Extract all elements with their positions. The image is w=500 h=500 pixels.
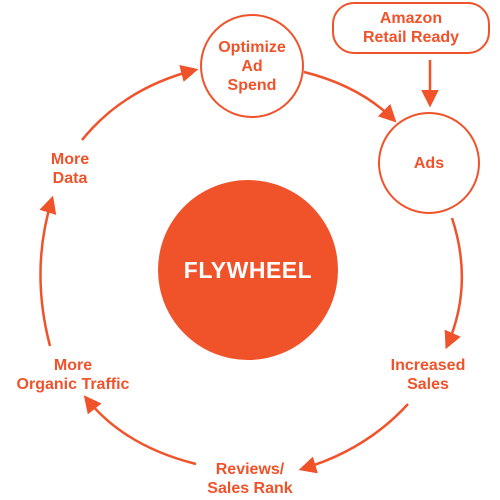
sales-line2: Sales xyxy=(407,376,449,393)
arrow-ads-to-sales xyxy=(444,217,464,350)
optimize-line2: Ad xyxy=(241,57,263,75)
optimize-line1: Optimize xyxy=(218,38,286,56)
node-reviews-sales-rank: Reviews/ Sales Rank xyxy=(186,460,314,498)
arrow-optimize-to-ads xyxy=(303,70,397,123)
amazon-retail-ready-box: Amazon Retail Ready xyxy=(332,2,490,54)
retail-box-line2: Retail Ready xyxy=(362,29,460,46)
node-ads: Ads xyxy=(378,112,480,214)
data-line2: Data xyxy=(52,170,88,187)
arrow-reviews-to-traffic xyxy=(83,395,197,466)
node-more-organic-traffic: More Organic Traffic xyxy=(0,356,146,394)
node-more-data: More Data xyxy=(34,150,106,188)
flywheel-label: FLYWHEEL xyxy=(183,256,313,283)
node-optimize-ad-spend: Optimize Ad Spend xyxy=(200,14,304,118)
arrow-traffic-to-data xyxy=(39,195,57,347)
node-increased-sales: Increased Sales xyxy=(376,356,480,394)
traffic-line2: Organic Traffic xyxy=(16,376,130,393)
arrow-data-to-optimize xyxy=(81,64,199,141)
reviews-line2: Sales Rank xyxy=(207,480,293,497)
ads-label: Ads xyxy=(413,154,445,172)
data-line1: More xyxy=(50,151,90,168)
traffic-line1: More xyxy=(53,357,93,374)
retail-box-line1: Amazon xyxy=(379,10,443,27)
flywheel-hub: FLYWHEEL xyxy=(158,180,338,360)
arrow-sales-to-reviews xyxy=(298,403,409,474)
sales-line1: Increased xyxy=(390,357,466,374)
reviews-line1: Reviews/ xyxy=(215,461,285,478)
optimize-line3: Spend xyxy=(227,76,277,94)
